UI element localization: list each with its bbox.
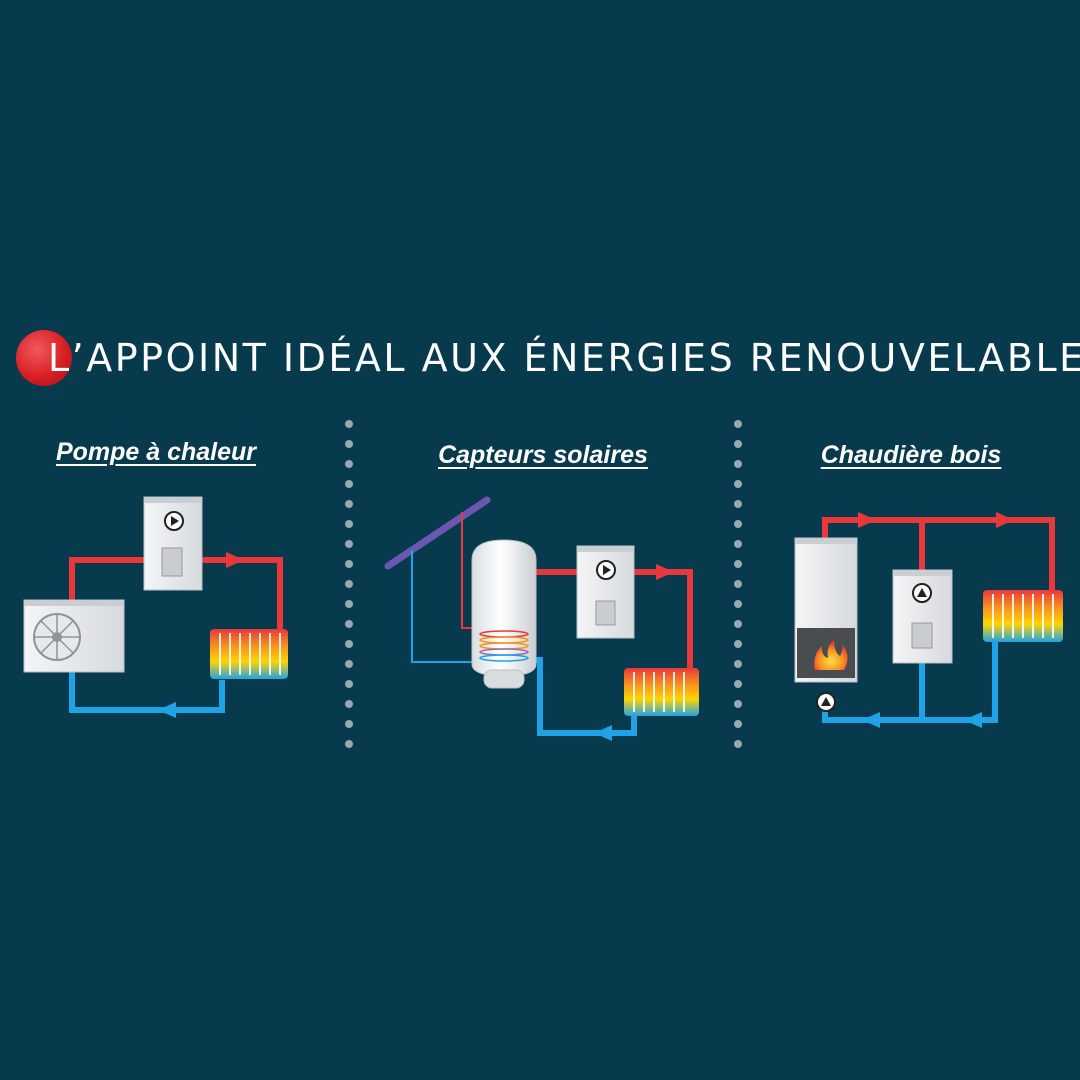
- flow-arrow-icon: [226, 552, 244, 568]
- solar-cold-loop: [411, 550, 478, 663]
- solar-panel: [384, 496, 491, 570]
- flow-arrow-icon: [656, 564, 674, 580]
- flow-arrow-icon: [858, 512, 876, 528]
- hot-pipe: [822, 517, 1055, 592]
- radiator-icon: [983, 590, 1063, 642]
- storage-tank: [471, 539, 537, 689]
- flow-arrow-icon: [862, 712, 880, 728]
- divider-left: [343, 420, 355, 760]
- flow-arrow-icon: [594, 725, 612, 741]
- flow-arrow-icon: [964, 712, 982, 728]
- title-bar: L’APPOINT IDÉAL AUX ÉNERGIES RENOUVELABL…: [16, 326, 1080, 390]
- panel-title-heat-pump: Pompe à chaleur: [55, 438, 257, 466]
- divider-right: [732, 420, 744, 760]
- panel-title-solar: Capteurs solaires: [438, 441, 648, 469]
- heat-pump-diagram: [23, 496, 288, 718]
- cold-pipe: [534, 657, 637, 736]
- fan-icon: [33, 613, 81, 661]
- flow-arrow-icon: [158, 702, 176, 718]
- radiator-icon: [624, 668, 699, 716]
- heat-coil: [479, 630, 529, 662]
- cold-pipe: [69, 672, 225, 713]
- flow-arrow-icon: [996, 512, 1014, 528]
- wood-boiler-diagram: [794, 512, 1063, 728]
- panel-title-wood-boiler: Chaudière bois: [820, 441, 1002, 469]
- flame-icon: [814, 640, 848, 670]
- solar-diagram: [384, 496, 699, 741]
- red-bullet-icon: [16, 330, 72, 386]
- radiator-icon: [210, 629, 288, 679]
- page-title: L’APPOINT IDÉAL AUX ÉNERGIES RENOUVELABL…: [48, 336, 1080, 380]
